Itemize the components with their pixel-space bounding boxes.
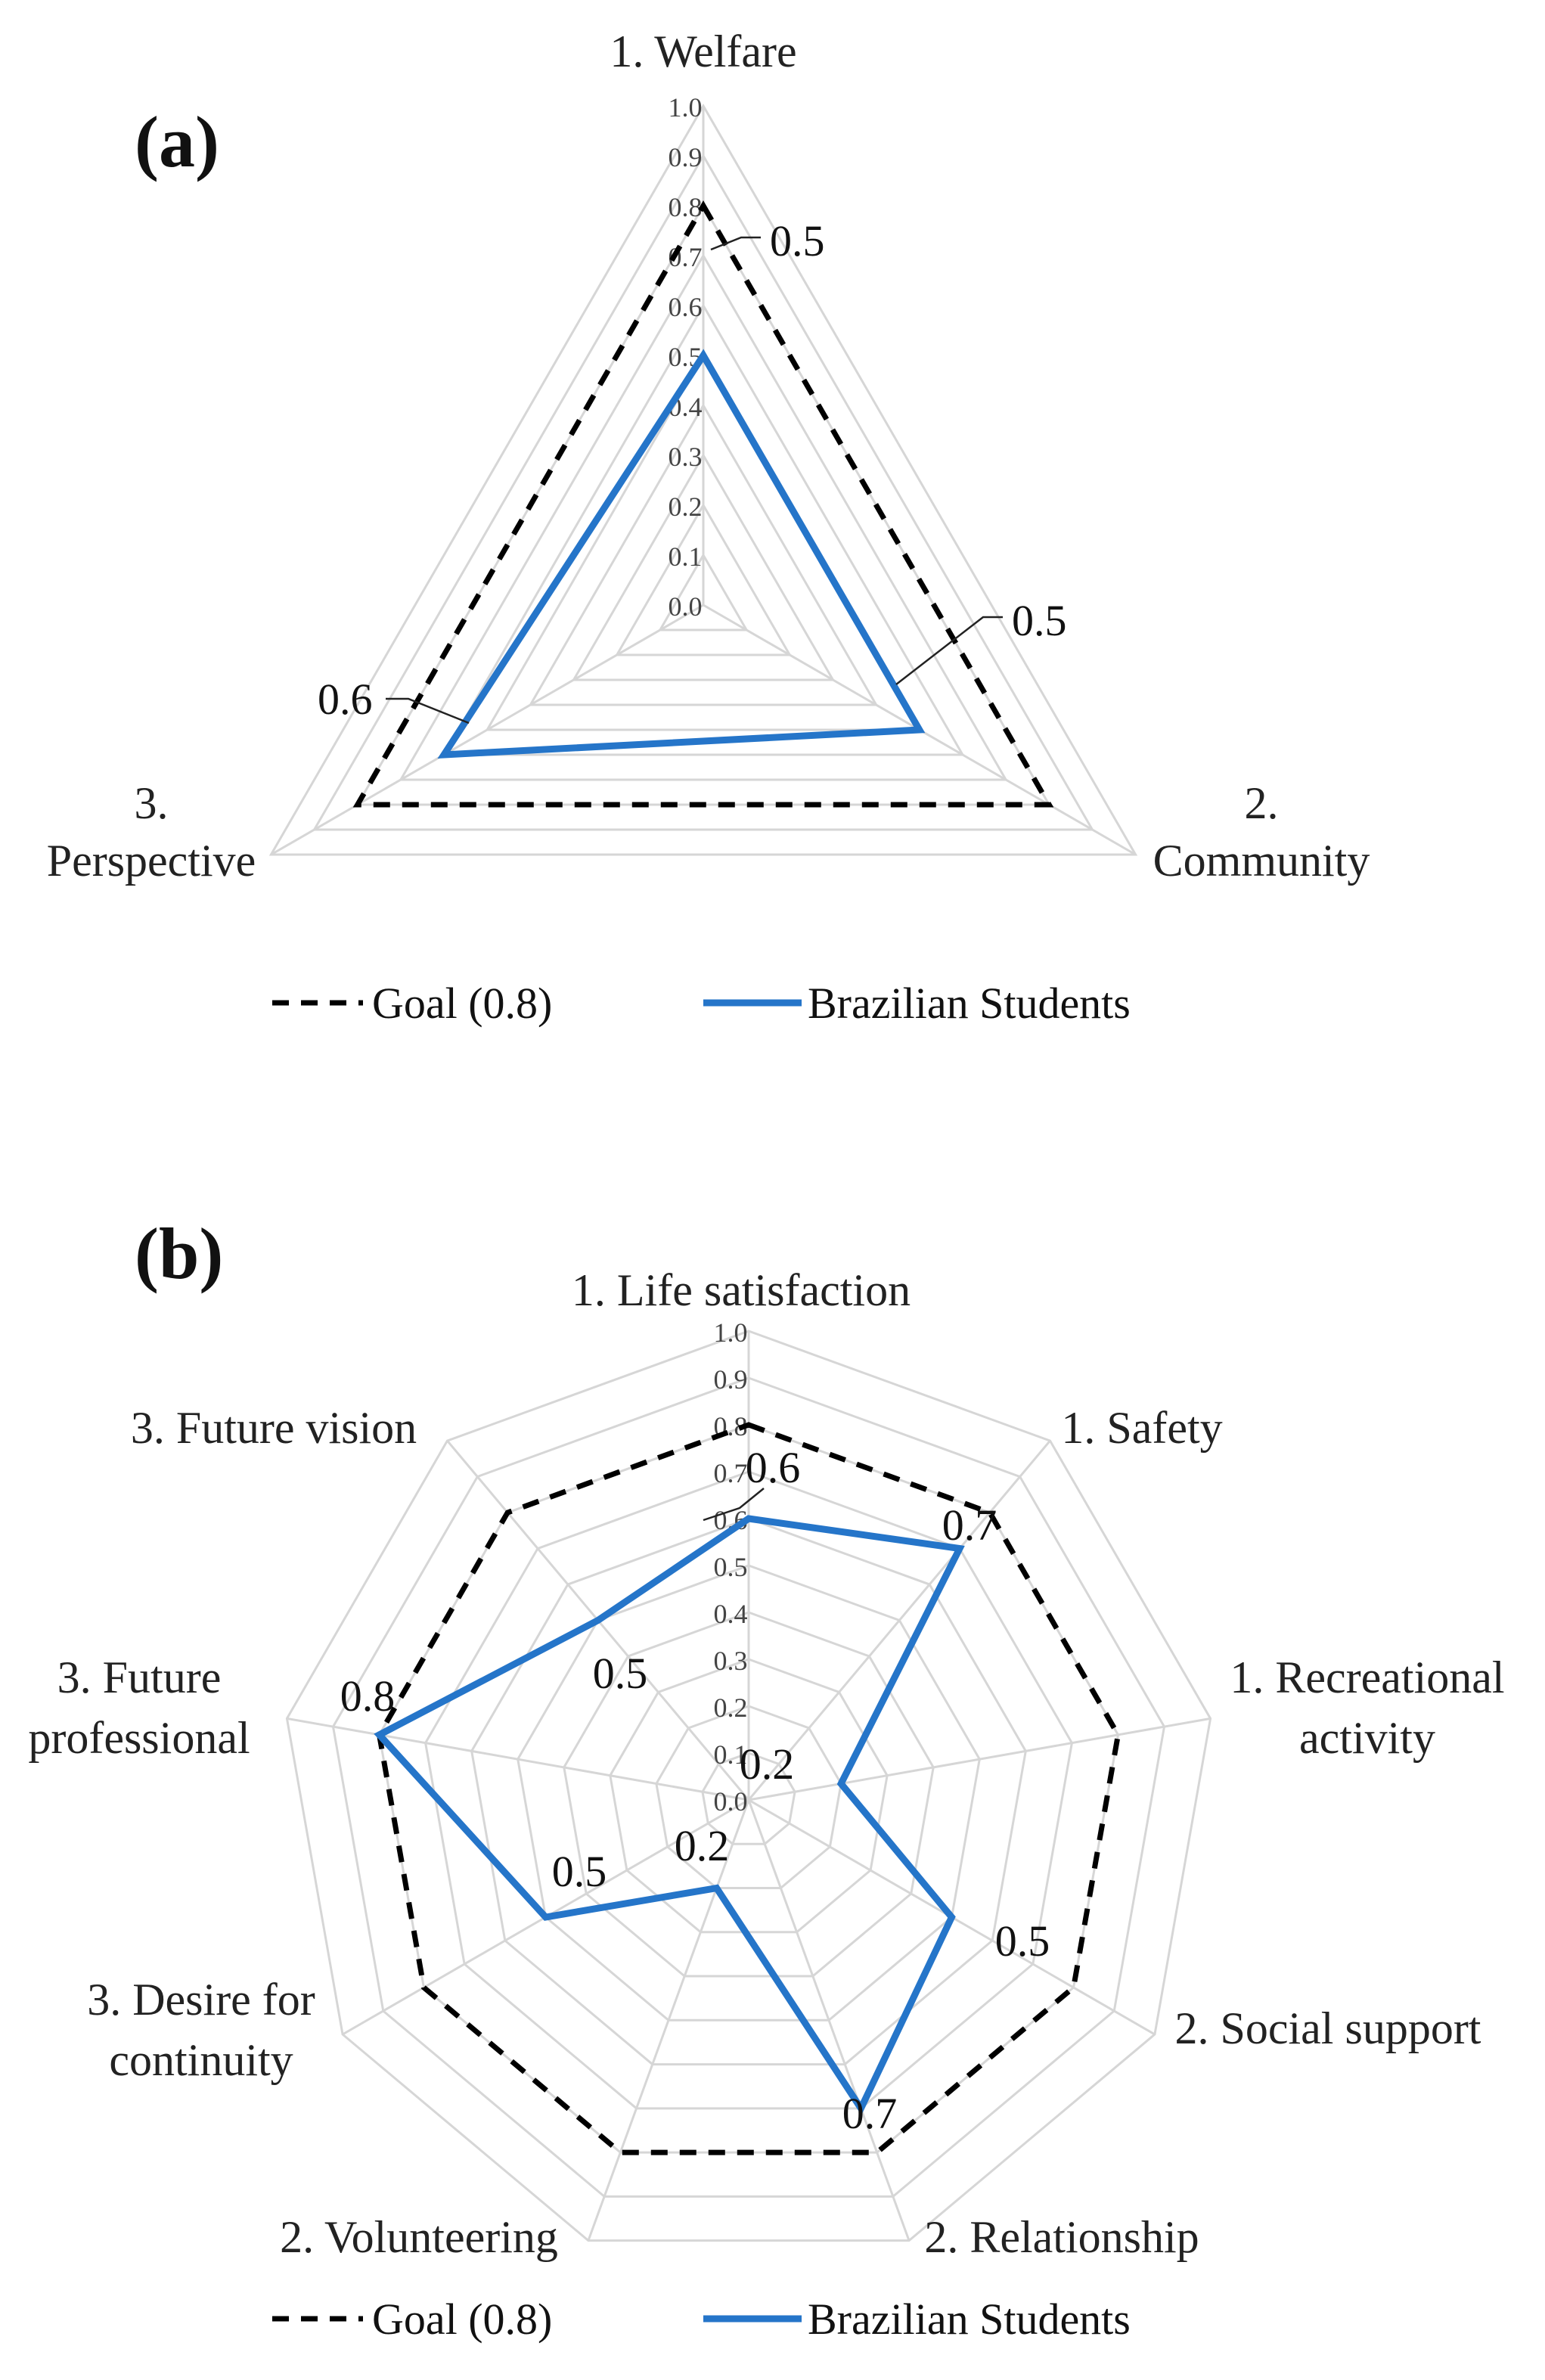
grid-ring [615,502,792,656]
grid-spoke [747,1799,911,2242]
tick-label: 0.8 [669,192,703,222]
grid-ring [312,153,1095,831]
data-label: 0.2 [675,1821,730,1870]
axis-label: Perspective [47,836,256,886]
data-label: 0.6 [746,1443,801,1492]
grid-ring [285,1330,1212,2242]
data-label-leader [703,1488,765,1522]
axis-label: professional [28,1713,250,1763]
data-label: 0.6 [318,675,373,724]
grid-spoke [747,1440,1051,1801]
tick-label: 0.0 [669,591,703,622]
data-label-leader [710,236,761,251]
legend-students-label: Brazilian Students [808,979,1131,1028]
grid-ring [528,403,879,706]
axis-label: 2. [1245,778,1279,828]
students-series-line [437,349,926,759]
grid-ring [701,1752,796,1845]
tick-label: 0.6 [669,292,703,322]
students-series-line [374,1515,965,2115]
axis-label: 3. Desire for [87,1975,315,2025]
grid-ring [268,104,1138,856]
axis-label: 1. Safety [1061,1403,1222,1453]
axis-label: 1. Life satisfaction [572,1265,911,1315]
axis-label: 3. Future vision [131,1403,417,1453]
grid-ring [331,1376,1166,2198]
axis-label: continuity [109,2035,293,2085]
legend-goal-label: Goal (0.8) [372,979,552,1028]
grid-ring [658,552,749,631]
grid-ring [571,452,836,681]
axis-label: 1. Welfare [610,26,796,76]
axis-label: 3. Future [57,1652,222,1702]
grid-spoke [287,1717,749,1801]
data-label: 0.5 [995,1916,1050,1966]
data-label: 0.7 [842,2089,898,2138]
tick-label: 0.1 [714,1739,748,1770]
panel-label: (b) [135,1213,223,1294]
grid-spoke [748,1717,1211,1801]
axis-label: 2. Relationship [924,2212,1199,2262]
grid-ring [470,1517,1027,2066]
tick-label: 0.3 [669,442,703,472]
grid-ring [399,253,1008,781]
data-label: 0.8 [340,1671,396,1721]
data-label: 0.2 [740,1739,795,1789]
axis-label: 1. Recreational [1230,1652,1504,1702]
tick-label: 0.4 [714,1599,748,1629]
radar-chart-b: (b)0.00.10.20.30.40.50.60.70.80.91.01. L… [28,1213,1504,2344]
data-label-leader [895,616,1003,685]
legend-goal-label: Goal (0.8) [372,2295,552,2344]
grid-spoke [270,604,704,856]
tick-label: 0.1 [669,541,703,572]
legend: Goal (0.8) Brazilian Students [272,979,1131,1028]
tick-label: 1.0 [669,92,703,123]
tick-label: 0.2 [669,492,703,522]
axis-label: 2. Social support [1175,2003,1481,2053]
tick-label: 0.5 [714,1552,748,1582]
grid-ring [517,1564,981,2022]
axis-label: activity [1299,1713,1435,1763]
data-label-leader [386,697,470,725]
tick-label: 1.0 [714,1317,748,1348]
goal-series-line [352,200,1054,808]
tick-label: 0.9 [714,1364,748,1395]
grid-ring [563,1611,935,1978]
data-label: 0.7 [942,1500,997,1550]
data-label: 0.5 [552,1847,607,1896]
radar-chart-a: (a)0.00.10.20.30.40.50.60.70.80.91.01. W… [47,26,1370,1028]
tick-label: 0.3 [714,1646,748,1676]
goal-series-line [376,1422,1122,2155]
grid-ring [655,1705,842,1890]
axis-label: 2. Volunteering [280,2212,558,2262]
tick-label: 0.9 [669,142,703,172]
data-label: 0.5 [770,216,825,265]
panel-label: (a) [135,101,219,182]
legend-students-label: Brazilian Students [808,2295,1131,2344]
tick-label: 0.2 [714,1693,748,1723]
data-label: 0.5 [593,1649,648,1698]
tick-label: 0.0 [714,1786,748,1817]
grid-spoke [587,1799,750,2242]
grid-ring [424,1470,1073,2110]
axis-label: 3. [135,778,169,828]
legend: Goal (0.8) Brazilian Students [272,2295,1131,2344]
data-label: 0.5 [1012,596,1067,645]
tick-label: 0.7 [714,1458,748,1488]
grid-ring [442,303,965,756]
axis-label: Community [1153,836,1370,886]
